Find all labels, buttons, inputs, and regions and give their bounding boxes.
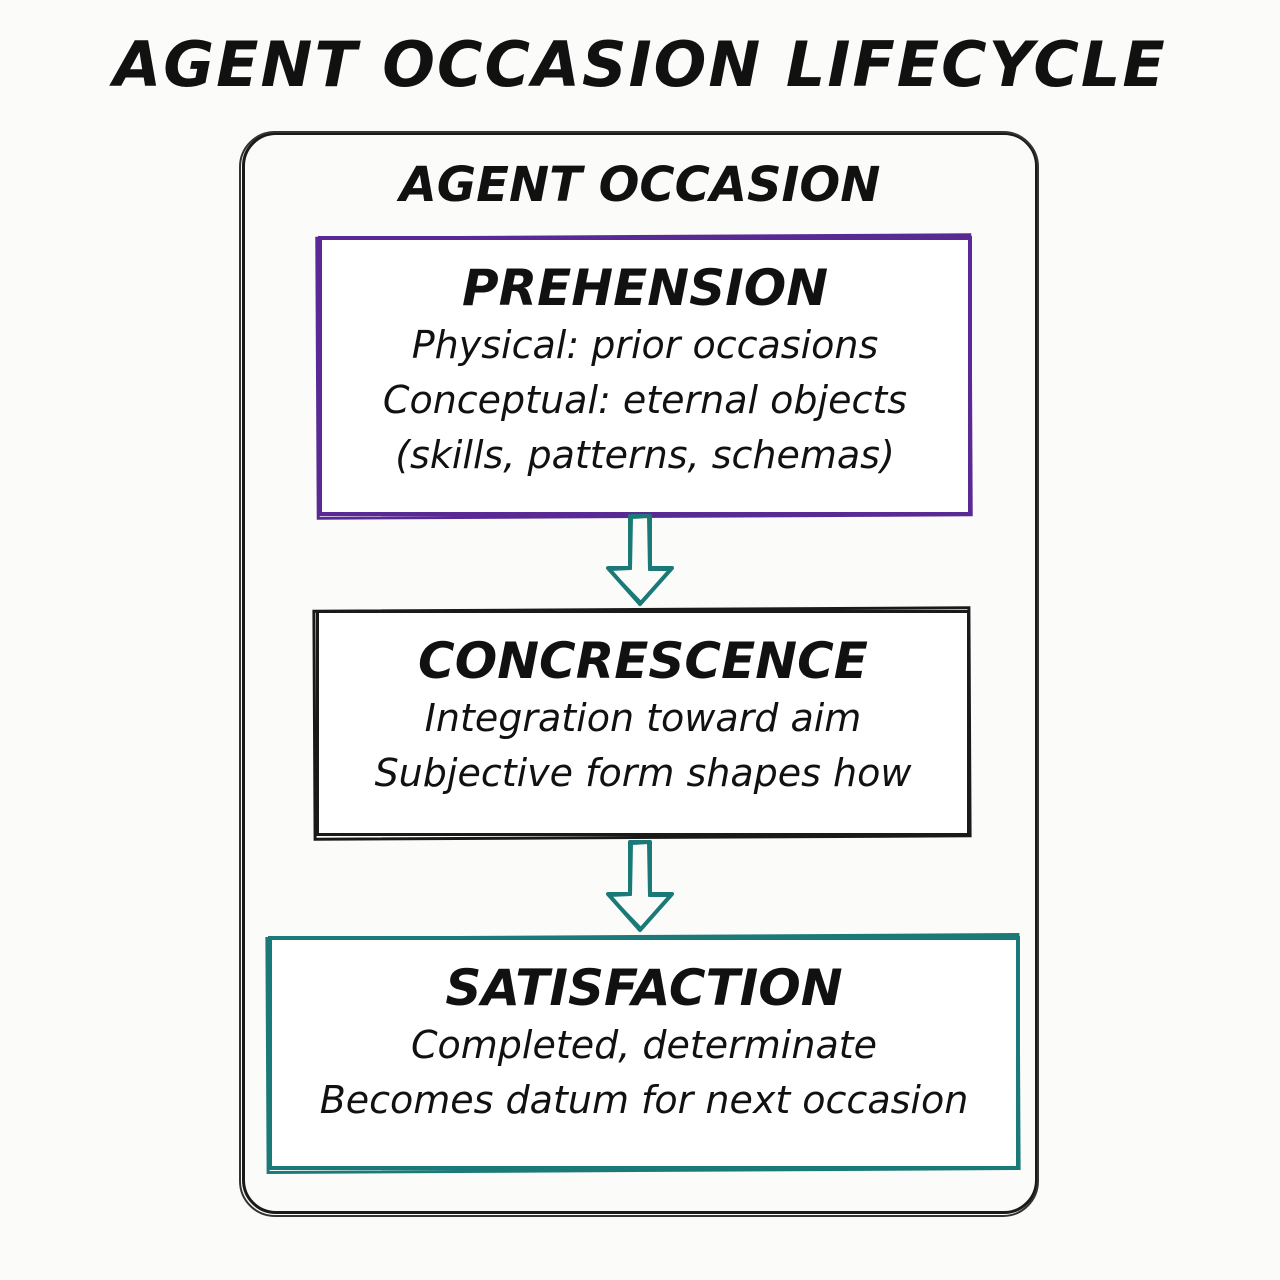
satisfaction-line: Becomes datum for next occasion bbox=[319, 1078, 969, 1123]
prehension-title: PREHENSION bbox=[461, 259, 829, 317]
concrescence-line: Subjective form shapes how bbox=[374, 751, 912, 796]
diagram-title: AGENT OCCASION LIFECYCLE bbox=[113, 28, 1167, 101]
down-arrow-icon bbox=[606, 840, 674, 932]
concrescence-line: Integration toward aim bbox=[424, 696, 862, 740]
satisfaction-line: Completed, determinate bbox=[410, 1023, 878, 1067]
satisfaction-title: SATISFACTION bbox=[445, 959, 843, 1017]
prehension-line: Physical: prior occasions bbox=[411, 323, 879, 367]
container-title: AGENT OCCASION bbox=[399, 157, 881, 213]
down-arrow-icon bbox=[606, 514, 674, 606]
satisfaction-box: SATISFACTION Completed, determinate Beco… bbox=[268, 936, 1020, 1170]
prehension-line: Conceptual: eternal objects bbox=[382, 378, 908, 423]
prehension-box: PREHENSION Physical: prior occasions Con… bbox=[318, 236, 972, 516]
concrescence-box: CONCRESCENCE Integration toward aim Subj… bbox=[316, 610, 970, 836]
concrescence-title: CONCRESCENCE bbox=[418, 632, 868, 690]
prehension-line: (skills, patterns, schemas) bbox=[395, 433, 895, 478]
